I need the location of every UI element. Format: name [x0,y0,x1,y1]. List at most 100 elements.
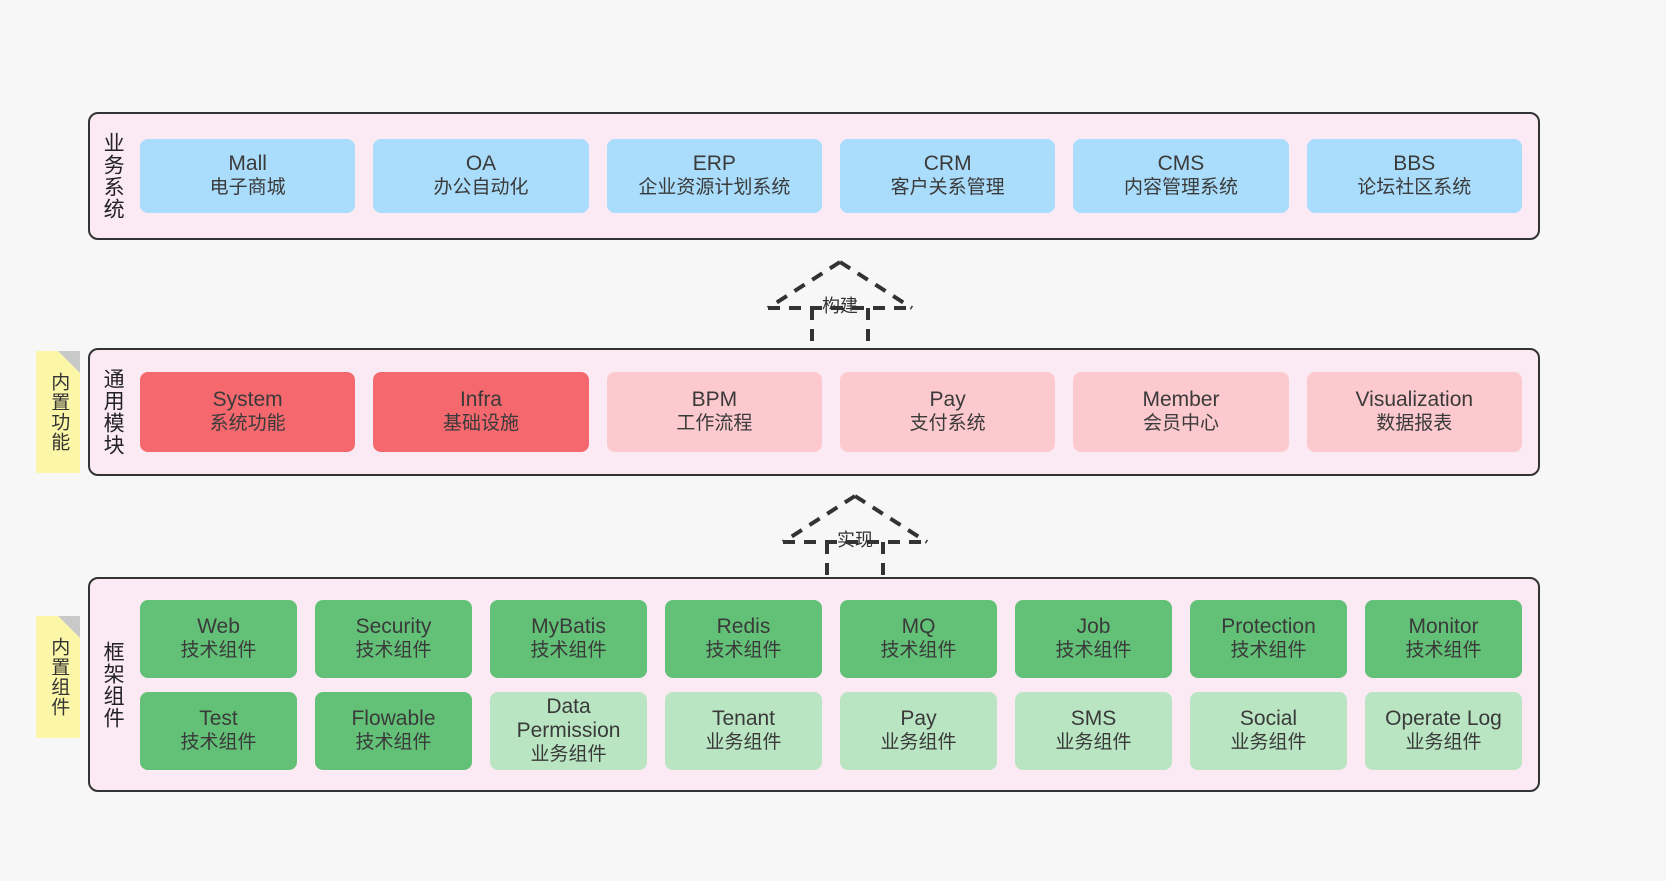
node-en-label: SMS [1070,706,1117,730]
node-visualization[interactable]: Visualization 数据报表 [1306,372,1522,452]
node-monitor[interactable]: Monitor 技术组件 [1365,599,1522,678]
node-cn-label: 基础设施 [442,413,519,435]
node-en-label: CRM [923,152,972,176]
node-oa[interactable]: OA 办公自动化 [373,139,589,213]
node-cn-label: 技术组件 [180,731,257,753]
node-web[interactable]: Web 技术组件 [140,599,297,678]
node-cn-label: 会员中心 [1142,413,1219,435]
node-crm[interactable]: CRM 客户关系管理 [839,139,1056,213]
node-cn-label: 论坛社区系统 [1357,177,1472,199]
node-en-label: Redis [716,614,771,638]
layer-body-framework: Web 技术组件 Security 技术组件 MyBatis 技术组件 Redi… [134,579,1538,790]
node-erp[interactable]: ERP 企业资源计划系统 [606,139,822,213]
node-en-label: MyBatis [531,614,606,638]
node-protection[interactable]: Protection 技术组件 [1190,599,1347,678]
node-en-label: Security [355,614,432,638]
layer-body-common: System 系统功能 Infra 基础设施 BPM 工作流程 Pay 支付系统… [134,350,1538,474]
node-en-label: Monitor [1408,614,1479,638]
node-flowable[interactable]: Flowable 技术组件 [315,691,472,770]
node-en-label: BBS [1393,152,1436,176]
node-row: System 系统功能 Infra 基础设施 BPM 工作流程 Pay 支付系统… [140,372,1522,452]
node-data-permission[interactable]: Data Permission 业务组件 [490,691,647,770]
node-cn-label: 办公自动化 [433,177,529,199]
layer-business-systems: 业务系统 Mall 电子商城 OA 办公自动化 ERP 企业资源计划系统 CRM… [88,112,1540,240]
node-cn-label: 业务组件 [880,731,957,753]
node-pay-module[interactable]: Pay 支付系统 [839,372,1056,452]
node-en-label: Web [197,614,240,638]
node-cn-label: 业务组件 [530,744,607,766]
node-mall[interactable]: Mall 电子商城 [140,139,356,213]
node-row: Mall 电子商城 OA 办公自动化 ERP 企业资源计划系统 CRM 客户关系… [140,139,1522,213]
node-cn-label: 技术组件 [880,639,957,661]
folded-corner-icon [58,351,80,373]
node-cn-label: 技术组件 [355,639,432,661]
node-mybatis[interactable]: MyBatis 技术组件 [490,599,647,678]
node-cn-label: 技术组件 [180,639,257,661]
node-system[interactable]: System 系统功能 [140,372,356,452]
node-tenant[interactable]: Tenant 业务组件 [665,691,822,770]
node-cn-label: 工作流程 [676,413,753,435]
node-bbs[interactable]: BBS 论坛社区系统 [1306,139,1522,213]
connector-realize: 实现 [775,492,935,586]
node-cn-label: 技术组件 [1230,639,1307,661]
note-builtin-function: 内置功能 [36,351,80,473]
layer-framework-components: 框架组件 Web 技术组件 Security 技术组件 MyBatis 技术组件… [88,577,1540,792]
node-pay-component[interactable]: Pay 业务组件 [840,691,997,770]
node-cn-label: 业务组件 [1230,731,1307,753]
node-cn-label: 数据报表 [1376,413,1453,435]
node-bpm[interactable]: BPM 工作流程 [606,372,822,452]
node-row: Test 技术组件 Flowable 技术组件 Data Permission … [140,691,1522,770]
node-cn-label: 技术组件 [355,731,432,753]
node-cn-label: 业务组件 [705,731,782,753]
node-en-label: ERP [692,152,736,176]
node-cms[interactable]: CMS 内容管理系统 [1073,139,1289,213]
node-cn-label: 系统功能 [209,413,286,435]
node-en-label: System [212,388,283,412]
note-label: 内置组件 [48,637,70,717]
layer-body-business: Mall 电子商城 OA 办公自动化 ERP 企业资源计划系统 CRM 客户关系… [134,114,1538,238]
node-en-label: Job [1076,614,1111,638]
node-en-label: Operate Log [1385,706,1502,730]
node-en-label: Visualization [1355,388,1474,412]
connector-label-build: 构建 [822,296,858,316]
node-cn-label: 客户关系管理 [890,177,1005,199]
node-job[interactable]: Job 技术组件 [1015,599,1172,678]
node-cn-label: 业务组件 [1055,731,1132,753]
connector-build: 构建 [760,258,920,352]
node-security[interactable]: Security 技术组件 [315,599,472,678]
layer-title-business: 业务系统 [101,132,125,220]
node-en-label: Tenant [711,706,776,730]
node-cn-label: 业务组件 [1405,731,1482,753]
node-cn-label: 支付系统 [909,413,986,435]
node-row: Web 技术组件 Security 技术组件 MyBatis 技术组件 Redi… [140,599,1522,678]
node-en-label: Flowable [351,706,436,730]
node-sms[interactable]: SMS 业务组件 [1015,691,1172,770]
note-label: 内置功能 [48,372,70,452]
node-member[interactable]: Member 会员中心 [1073,372,1289,452]
node-social[interactable]: Social 业务组件 [1190,691,1347,770]
node-cn-label: 技术组件 [705,639,782,661]
node-test[interactable]: Test 技术组件 [140,691,297,770]
folded-corner-icon [58,616,80,638]
layer-common-modules: 通用模块 System 系统功能 Infra 基础设施 BPM 工作流程 Pay… [88,348,1540,476]
layer-title-common: 通用模块 [101,368,125,456]
node-en-label: OA [465,152,497,176]
node-en-label: Mall [228,152,267,176]
node-operate-log[interactable]: Operate Log 业务组件 [1365,691,1522,770]
node-redis[interactable]: Redis 技术组件 [665,599,822,678]
node-en-label: CMS [1157,152,1205,176]
layer-title-framework: 框架组件 [101,640,125,729]
connector-label-realize: 实现 [837,530,873,550]
node-cn-label: 技术组件 [530,639,607,661]
node-cn-label: 内容管理系统 [1123,177,1238,199]
node-en-label: Social [1239,706,1298,730]
node-en-label: Test [199,706,238,730]
node-en-label: Data Permission [516,694,621,743]
node-cn-label: 电子商城 [209,177,286,199]
node-mq[interactable]: MQ 技术组件 [840,599,997,678]
node-en-label: Protection [1221,614,1316,638]
node-en-label: Pay [929,388,966,412]
node-infra[interactable]: Infra 基础设施 [373,372,589,452]
note-builtin-component: 内置组件 [36,616,80,738]
